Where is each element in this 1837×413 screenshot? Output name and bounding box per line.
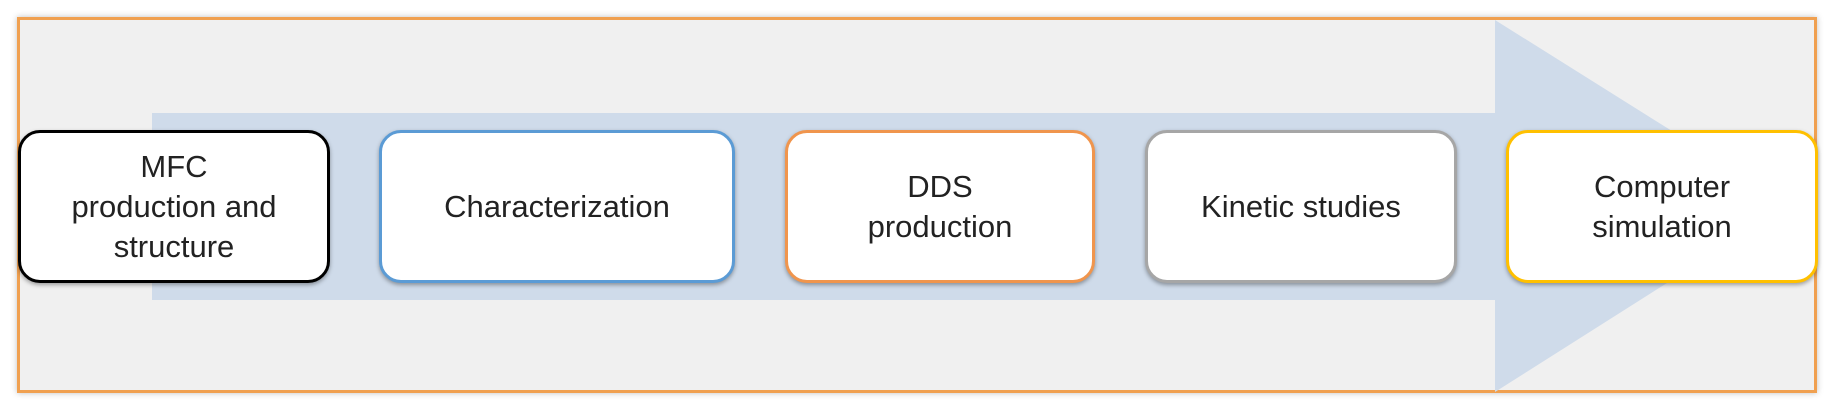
stage-label: Computer simulation: [1592, 168, 1732, 244]
stage-label: DDS production: [867, 168, 1013, 244]
stage-characterization: Characterization: [379, 130, 735, 283]
stage-label: Characterization: [444, 188, 670, 224]
stage-dds-production: DDS production: [785, 130, 1095, 283]
stage-label: Kinetic studies: [1201, 188, 1401, 224]
stage-label: MFC production and structure: [71, 148, 277, 264]
stage-mfc-production: MFC production and structure: [18, 130, 330, 283]
stage-kinetic-studies: Kinetic studies: [1145, 130, 1457, 283]
stage-computer-simulation: Computer simulation: [1506, 130, 1818, 283]
